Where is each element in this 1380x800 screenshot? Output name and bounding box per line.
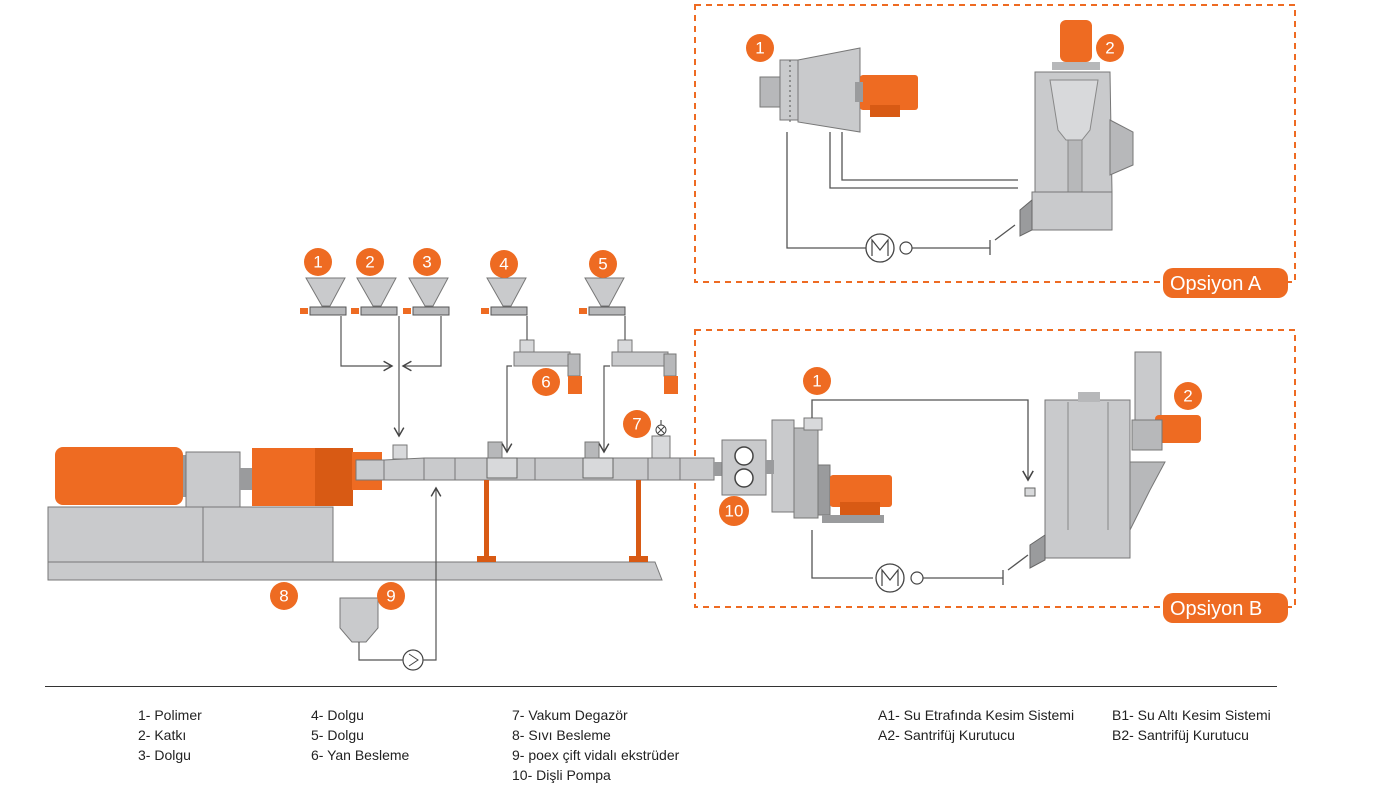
feeder-2 xyxy=(351,277,398,316)
legend-col-2: 4- Dolgu 5- Dolgu 6- Yan Besleme xyxy=(311,705,409,765)
legend-item: B1- Su Altı Kesim Sistemi xyxy=(1112,707,1271,723)
option-b-badge-1: 1 xyxy=(803,367,831,395)
option-b-panel: Opsiyon B xyxy=(694,329,1296,623)
gear-pump xyxy=(721,439,774,496)
svg-text:1: 1 xyxy=(313,253,322,272)
option-b-label: Opsiyon B xyxy=(1170,598,1262,620)
b2-centrifugal-dryer xyxy=(1024,351,1201,569)
feeder-1 xyxy=(300,277,347,316)
a2-centrifugal-dryer xyxy=(1019,20,1134,237)
b-pipes xyxy=(811,399,1034,585)
legend-item: 10- Dişli Pompa xyxy=(512,767,611,783)
main-badge-1: 1 xyxy=(304,248,332,276)
svg-text:5: 5 xyxy=(598,255,607,274)
legend-item: 5- Dolgu xyxy=(311,727,364,743)
a-pump xyxy=(865,233,913,263)
feeder-5 xyxy=(579,277,626,316)
svg-text:9: 9 xyxy=(386,587,395,606)
option-a-label: Opsiyon A xyxy=(1170,273,1262,295)
legend-item: 4- Dolgu xyxy=(311,707,364,723)
svg-text:7: 7 xyxy=(632,415,641,434)
svg-text:3: 3 xyxy=(422,253,431,272)
legend-item: B2- Santrifüj Kurutucu xyxy=(1112,727,1249,743)
svg-text:1: 1 xyxy=(812,372,821,391)
svg-text:8: 8 xyxy=(279,587,288,606)
svg-text:2: 2 xyxy=(365,253,374,272)
main-motor xyxy=(55,447,252,508)
legend-item: 9- poex çift vidalı ekstrüder xyxy=(512,747,680,763)
legend-item: 6- Yan Besleme xyxy=(311,747,410,763)
legend-item: 8- Sıvı Besleme xyxy=(512,727,611,743)
feeder-3 xyxy=(403,277,450,316)
main-badge-2: 2 xyxy=(356,248,384,276)
legend-item: 7- Vakum Degazör xyxy=(512,707,628,723)
main-badge-10: 10 xyxy=(719,496,749,526)
barrel-supports xyxy=(477,480,648,562)
svg-text:2: 2 xyxy=(1105,39,1114,58)
legend-item: 3- Dolgu xyxy=(138,747,191,763)
side-feeder-1 xyxy=(513,339,582,394)
option-b-badge-2: 2 xyxy=(1174,382,1202,410)
legend-item: 1- Polimer xyxy=(138,707,202,723)
extruder-base xyxy=(47,506,663,581)
legend-col-5: B1- Su Altı Kesim Sistemi B2- Santrifüj … xyxy=(1112,705,1271,745)
vacuum-valve-icon xyxy=(655,424,667,436)
side-feeder-2 xyxy=(611,339,678,394)
legend-col-3: 7- Vakum Degazör 8- Sıvı Besleme 9- poex… xyxy=(512,705,679,785)
gearbox xyxy=(252,448,385,506)
legend-col-1: 1- Polimer 2- Katkı 3- Dolgu xyxy=(138,705,202,765)
option-b-label-box xyxy=(1163,593,1288,623)
main-badge-6: 6 xyxy=(532,368,560,396)
svg-text:2: 2 xyxy=(1183,387,1192,406)
main-badge-3: 3 xyxy=(413,248,441,276)
feeder-4 xyxy=(481,277,528,316)
option-a-label-box xyxy=(1163,268,1288,298)
option-a-badge-1: 1 xyxy=(746,34,774,62)
main-badge-9: 9 xyxy=(377,582,405,610)
b1-underwater-pelletizer xyxy=(771,417,892,523)
feeders xyxy=(300,277,626,316)
svg-text:1: 1 xyxy=(755,39,764,58)
svg-text:4: 4 xyxy=(499,255,508,274)
feed-lines xyxy=(340,316,662,661)
legend-item: A1- Su Etrafında Kesim Sistemi xyxy=(878,707,1075,723)
option-a-panel: Opsiyon A xyxy=(694,4,1296,298)
svg-text:10: 10 xyxy=(725,502,744,521)
a-pipes xyxy=(786,132,1018,255)
main-badge-5: 5 xyxy=(589,250,617,278)
b-pump xyxy=(875,563,924,593)
a1-water-ring-pelletizer xyxy=(759,47,918,133)
main-badge-7: 7 xyxy=(623,410,651,438)
legend-item: 2- Katkı xyxy=(138,727,187,743)
main-badge-8: 8 xyxy=(270,582,298,610)
process-diagram: Opsiyon A xyxy=(47,4,1296,671)
liquid-tank xyxy=(339,597,424,671)
svg-text:6: 6 xyxy=(541,373,550,392)
legend-col-4: A1- Su Etrafında Kesim Sistemi A2- Santr… xyxy=(878,705,1074,745)
legend-item: A2- Santrifüj Kurutucu xyxy=(878,727,1015,743)
option-a-badge-2: 2 xyxy=(1096,34,1124,62)
legend-divider xyxy=(45,686,1277,687)
main-badge-4: 4 xyxy=(490,250,518,278)
extruder-barrel xyxy=(383,435,722,481)
